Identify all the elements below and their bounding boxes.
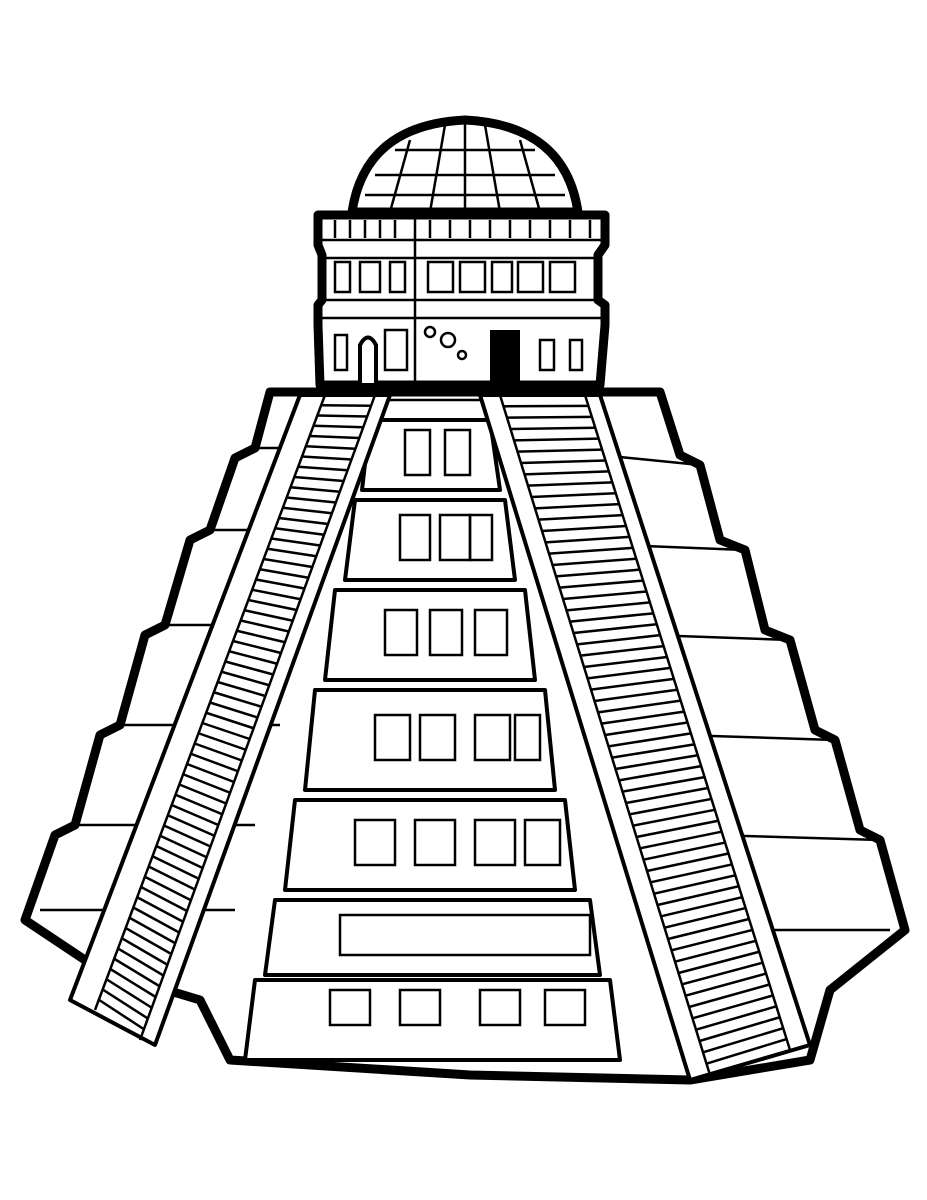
dark-doorway <box>490 330 520 385</box>
glyph-frieze <box>333 260 577 294</box>
parapet <box>333 220 592 238</box>
dome <box>347 115 583 217</box>
temple <box>313 210 610 390</box>
center-face <box>243 398 622 1062</box>
stair-steps <box>98 393 787 1065</box>
pyramid-body <box>20 387 910 1085</box>
arched-door <box>358 335 378 387</box>
